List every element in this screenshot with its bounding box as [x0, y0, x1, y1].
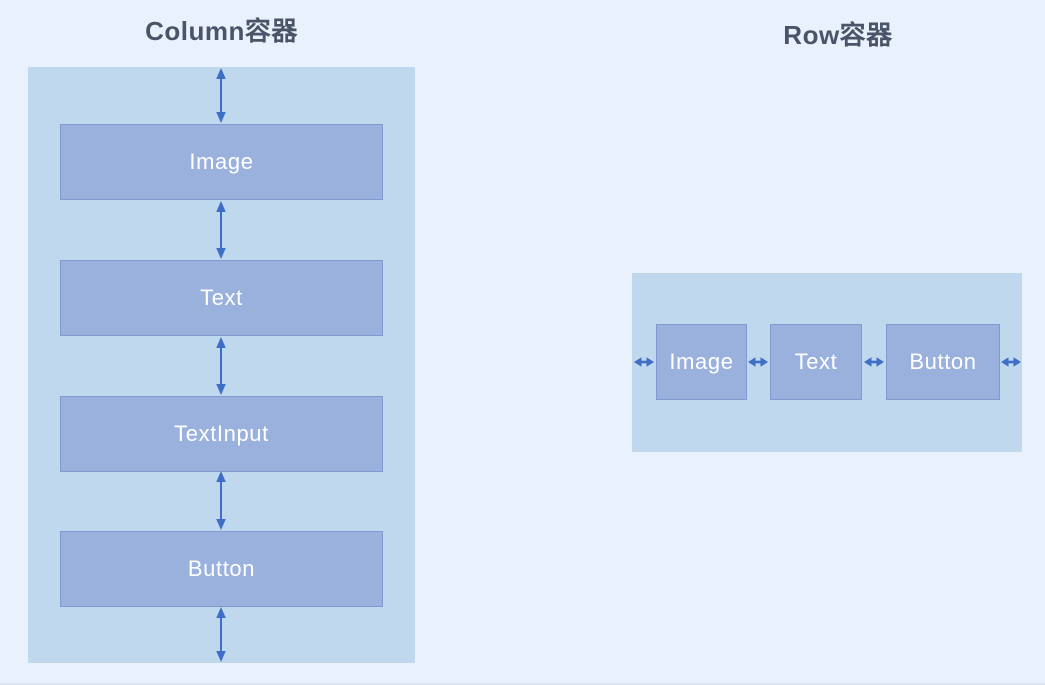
vertical-double-arrow-icon [216, 607, 226, 662]
vertical-double-arrow-icon [216, 201, 226, 259]
vertical-double-arrow-icon [216, 337, 226, 395]
row-item-image: Image [656, 324, 747, 400]
column-item-image: Image [60, 124, 383, 200]
column-container: Image Text TextInput Button [28, 67, 415, 663]
row-container-title: Row容器 [783, 20, 893, 50]
row-item-text: Text [770, 324, 862, 400]
column-container-title: Column容器 [145, 16, 298, 46]
column-item-text: Text [60, 260, 383, 336]
vertical-double-arrow-icon [216, 68, 226, 123]
horizontal-double-arrow-icon [864, 357, 884, 367]
horizontal-double-arrow-icon [748, 357, 768, 367]
page-bottom-edge [0, 683, 1045, 685]
vertical-double-arrow-icon [216, 471, 226, 530]
row-item-button: Button [886, 324, 1000, 400]
horizontal-double-arrow-icon [634, 357, 654, 367]
column-item-textinput: TextInput [60, 396, 383, 472]
row-container: Image Text Button [632, 273, 1022, 452]
horizontal-double-arrow-icon [1001, 357, 1021, 367]
column-item-button: Button [60, 531, 383, 607]
